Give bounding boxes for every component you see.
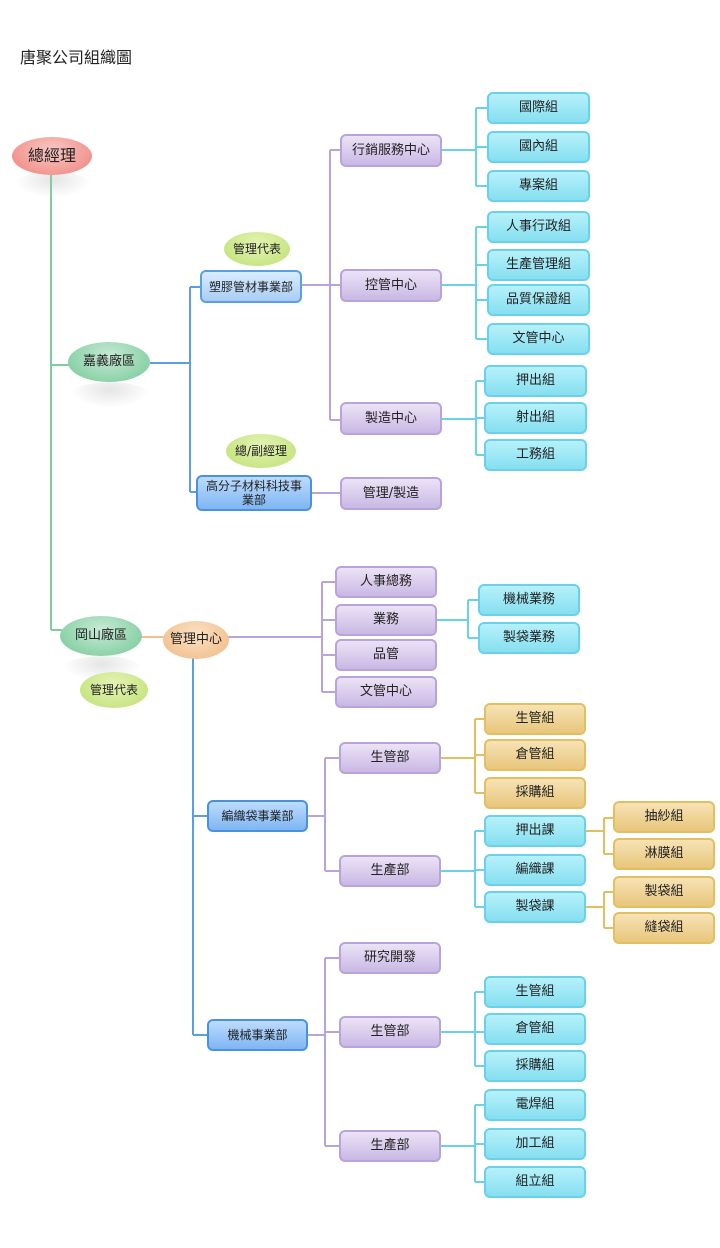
business-node[interactable]: 業務 [335,604,437,636]
extrusion-section-node[interactable]: 押出課 [484,815,586,847]
gm-reflection [14,172,92,198]
machinery-warehouse-group-node[interactable]: 倉管組 [484,1013,586,1045]
machinery-production-management-dept-node[interactable]: 生管部 [339,1016,441,1048]
woven-bag-division-node[interactable]: 編織袋事業部 [207,800,308,832]
bag-sewing-group-node[interactable]: 縫袋組 [613,912,715,944]
chiayi-reflection [70,382,150,408]
research-development-node[interactable]: 研究開發 [339,942,441,974]
management-rep-node-1[interactable]: 管理代表 [224,232,290,266]
machinery-production-dept-node[interactable]: 生產部 [339,1130,441,1162]
general-manager-node[interactable]: 總經理 [12,137,92,175]
weaving-section-node[interactable]: 編織課 [484,854,586,886]
machinery-production-mgmt-group-node[interactable]: 生管組 [484,976,586,1008]
manufacturing-center-node[interactable]: 製造中心 [340,402,442,435]
management-rep-node-2[interactable]: 管理代表 [80,672,148,708]
woven-production-mgmt-group-node[interactable]: 生管組 [484,703,586,735]
hr-admin-group-node[interactable]: 人事行政組 [487,211,590,243]
plastic-pipe-division-node[interactable]: 塑膠管材事業部 [200,270,302,303]
bag-making-section-node[interactable]: 製袋課 [484,891,586,923]
document-center-node-2[interactable]: 文管中心 [335,676,437,708]
woven-production-management-dept-node[interactable]: 生管部 [339,742,441,774]
polymer-tech-division-node[interactable]: 高分子材料科技事業部 [196,475,312,511]
yarn-drawing-group-node[interactable]: 抽紗組 [613,801,715,833]
quality-assurance-group-node[interactable]: 品質保證組 [487,284,590,316]
project-group-node[interactable]: 專案組 [487,170,590,202]
production-management-group-node[interactable]: 生產管理組 [487,249,590,281]
bag-making-group-node[interactable]: 製袋組 [613,876,715,908]
extrusion-group-node[interactable]: 押出組 [484,365,587,397]
welding-group-node[interactable]: 電焊組 [484,1089,586,1121]
management-manufacturing-node[interactable]: 管理/製造 [340,477,442,510]
quality-control-node[interactable]: 品管 [335,639,437,671]
woven-purchasing-group-node[interactable]: 採購組 [484,777,586,809]
deputy-manager-node[interactable]: 總/副經理 [226,434,296,468]
works-group-node[interactable]: 工務組 [484,439,587,471]
international-group-node[interactable]: 國際組 [487,92,590,124]
woven-production-dept-node[interactable]: 生產部 [339,855,441,887]
bag-sales-node[interactable]: 製袋業務 [478,622,580,654]
machinery-purchasing-group-node[interactable]: 採購組 [484,1050,586,1082]
chiayi-plant-node[interactable]: 嘉義廠區 [68,342,150,382]
assembly-group-node[interactable]: 組立組 [484,1166,586,1198]
injection-group-node[interactable]: 射出組 [484,402,587,434]
woven-warehouse-group-node[interactable]: 倉管組 [484,739,586,771]
gangshan-management-center-node[interactable]: 管理中心 [163,621,229,659]
film-coating-group-node[interactable]: 淋膜組 [613,838,715,870]
sales-service-center-node[interactable]: 行銷服務中心 [340,134,442,167]
machinery-division-node[interactable]: 機械事業部 [207,1019,308,1051]
page-title: 唐聚公司組織圖 [20,48,133,67]
control-center-node[interactable]: 控管中心 [340,269,442,302]
hr-general-affairs-node[interactable]: 人事總務 [335,566,437,598]
machinery-sales-node[interactable]: 機械業務 [478,584,580,616]
processing-group-node[interactable]: 加工組 [484,1128,586,1160]
document-center-node-1[interactable]: 文管中心 [487,323,590,355]
gangshan-plant-node[interactable]: 岡山廠區 [60,616,142,656]
domestic-group-node[interactable]: 國內組 [487,131,590,163]
